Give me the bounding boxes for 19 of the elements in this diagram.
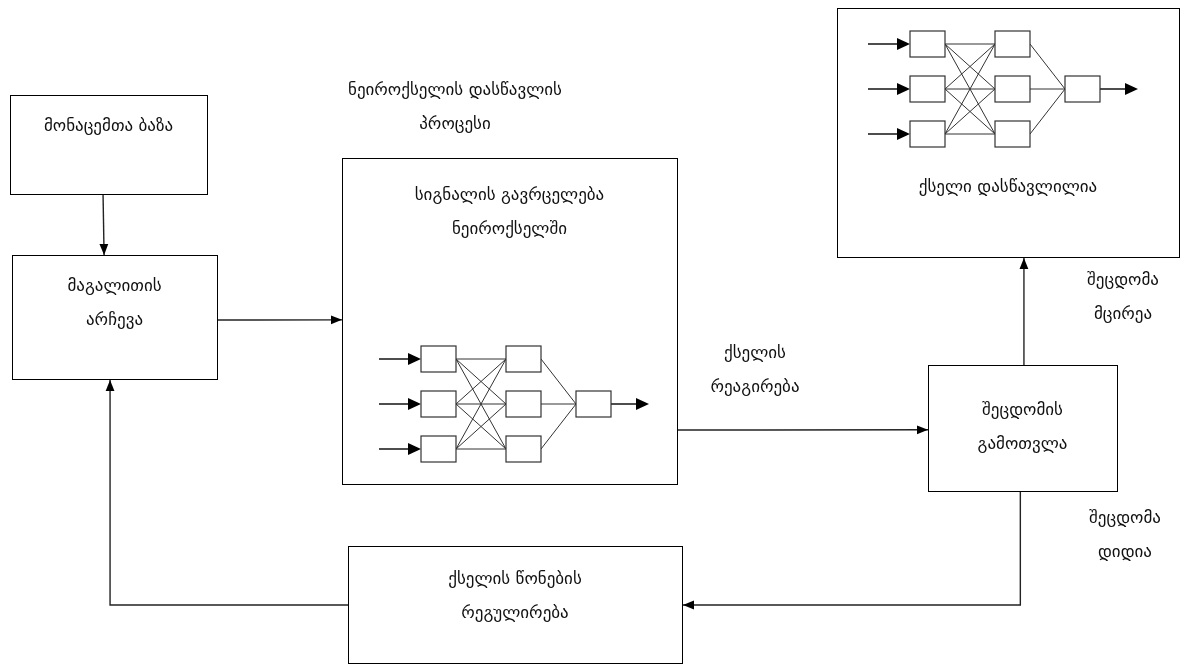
diagram-title: ნეიროქსელის დასწავლის პროცესი <box>347 78 563 135</box>
arrow <box>682 491 1022 610</box>
process-box <box>12 255 218 380</box>
arrow <box>105 379 349 606</box>
process-box <box>10 95 208 195</box>
arrow <box>1019 257 1029 366</box>
process-box <box>342 158 678 485</box>
arrow <box>217 315 343 325</box>
box-text: მონაცემთა ბაზა <box>43 114 174 137</box>
box-text: სიგნალის გავრცელება ნეიროქსელში <box>413 183 606 240</box>
process-box <box>928 365 1118 492</box>
arrow <box>99 194 109 256</box>
box-text: შეცდომის გამოთვლა <box>976 398 1069 455</box>
process-box <box>837 8 1180 258</box>
box-text: ქსელი დასწავლილია <box>917 175 1099 198</box>
box-text: ქსელის წონების რეგულირება <box>447 567 583 624</box>
box-text: მაგალითის არჩევა <box>66 274 163 331</box>
arrow <box>677 425 929 435</box>
process-box <box>348 546 683 664</box>
